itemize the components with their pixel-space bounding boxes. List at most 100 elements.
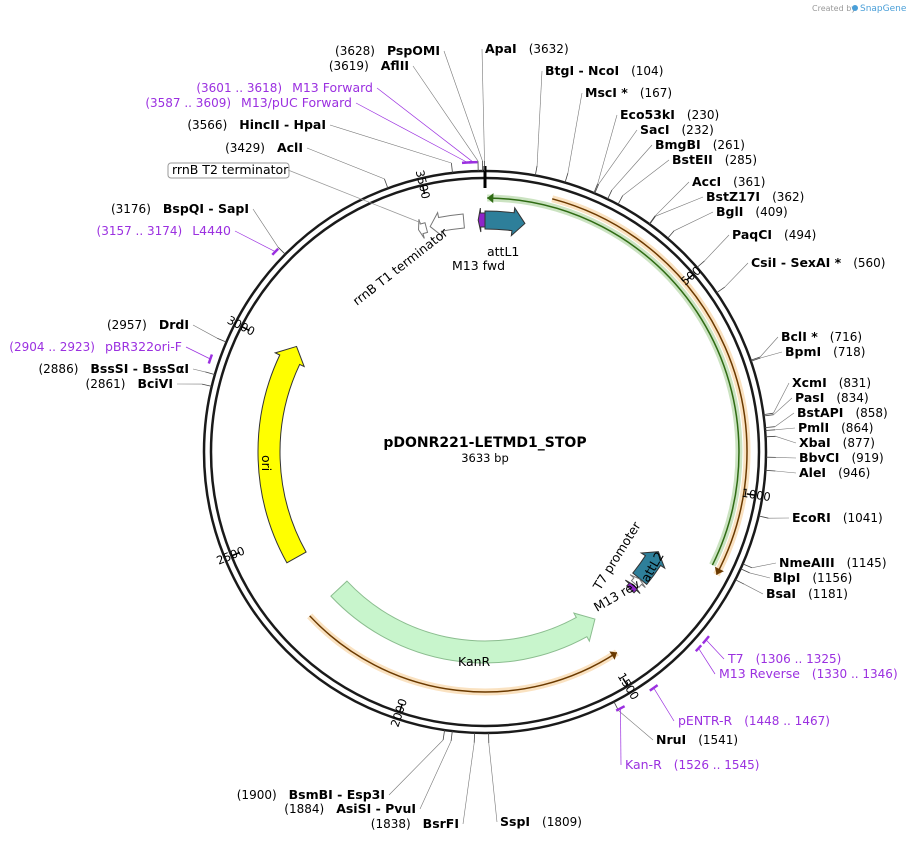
- site-label[interactable]: BstEII(285): [672, 152, 757, 167]
- site-label[interactable]: AleI(946): [799, 465, 870, 480]
- site-label[interactable]: EcoRI(1041): [792, 510, 883, 525]
- feature-m13-rev[interactable]: [624, 579, 641, 594]
- site-label[interactable]: (1838)BsrFI: [371, 816, 459, 831]
- primer-label[interactable]: M13 Reverse(1330 .. 1346): [719, 666, 898, 681]
- enzyme-name: BsmBI - Esp3I: [289, 787, 385, 802]
- site-label[interactable]: NruI(1541): [656, 732, 738, 747]
- site-leader: [774, 412, 795, 427]
- site-position: (3429): [225, 141, 265, 155]
- site-position: (864): [841, 421, 873, 435]
- site-label[interactable]: Eco53kI(230): [620, 107, 719, 122]
- site-leader: [655, 196, 704, 217]
- site-label[interactable]: BglI(409): [716, 204, 788, 219]
- enzyme-name: BssSI - BssSαI: [90, 361, 189, 376]
- site-label[interactable]: SacI(232): [640, 122, 714, 137]
- site-label[interactable]: SspI(1809): [500, 814, 582, 829]
- site-label[interactable]: ApaI(3632): [485, 41, 569, 56]
- feature-t7-promoter[interactable]: [629, 574, 646, 588]
- site-label[interactable]: AccI(361): [692, 174, 765, 189]
- tick-mark: [232, 551, 241, 557]
- site-label[interactable]: (3176)BspQI - SapI: [111, 201, 249, 216]
- orf-arcs: [307, 193, 751, 696]
- site-label[interactable]: (3566)HincII - HpaI: [187, 117, 326, 132]
- primer-label[interactable]: (2904 .. 2923)pBR322ori-F: [9, 339, 182, 354]
- primer-mark[interactable]: [649, 684, 659, 692]
- snapgene-credit[interactable]: Created by SnapGene: [812, 4, 907, 14]
- site-tick: [534, 165, 538, 176]
- site-label[interactable]: BtgI - NcoI(104): [545, 63, 663, 78]
- orf-arc[interactable]: [552, 198, 748, 576]
- site-label[interactable]: PmlI(864): [798, 420, 873, 435]
- site-label[interactable]: (2957)DrdI: [107, 317, 189, 332]
- site-label[interactable]: MscI *(167): [585, 85, 672, 100]
- primer-range: (3157 .. 3174): [97, 224, 183, 238]
- site-leader: [673, 211, 714, 232]
- feature-m13-fwd[interactable]: [477, 207, 486, 233]
- primer-label[interactable]: pENTR-R(1448 .. 1467): [678, 713, 830, 728]
- site-label[interactable]: BmgBI(261): [655, 137, 745, 152]
- site-label[interactable]: (3429)AclI: [225, 140, 303, 155]
- plasmid-length: 3633 bp: [461, 451, 509, 465]
- orf-arc[interactable]: [487, 197, 740, 566]
- site-tick: [750, 356, 761, 361]
- enzyme-name: BtgI - NcoI: [545, 63, 619, 78]
- plasmid-name[interactable]: pDONR221-LETMD1_STOP: [383, 435, 586, 451]
- orf-arc[interactable]: [309, 615, 618, 693]
- site-label[interactable]: (3628)PspOMI: [335, 43, 440, 58]
- site-label[interactable]: (1884)AsiSI - PvuI: [284, 801, 416, 816]
- site-leader: [412, 65, 479, 162]
- site-label[interactable]: BsaI(1181): [766, 586, 848, 601]
- site-label[interactable]: BstZ17I(362): [706, 189, 804, 204]
- feature-label-attl1: attL1: [487, 244, 519, 259]
- primer-range: (1526 .. 1545): [674, 758, 760, 772]
- feature-rrnb-t2-terminator[interactable]: [418, 219, 429, 239]
- site-label[interactable]: NmeAIII(1145): [779, 555, 887, 570]
- site-label[interactable]: BbvCI(919): [799, 450, 884, 465]
- site-label[interactable]: PasI(834): [795, 390, 869, 405]
- tick-label: 1500: [615, 670, 642, 702]
- site-leader: [773, 382, 790, 414]
- credit-brand: SnapGene: [860, 4, 907, 14]
- feature-kanr[interactable]: [330, 580, 596, 664]
- primer-mark[interactable]: [207, 354, 214, 364]
- site-label[interactable]: XcmI(831): [792, 375, 871, 390]
- site-label[interactable]: (1900)BsmBI - Esp3I: [237, 787, 385, 802]
- site-position: (1884): [284, 802, 324, 816]
- primer-name: T7: [727, 651, 744, 666]
- plasmid-center-label: pDONR221-LETMD1_STOP 3633 bp: [383, 435, 586, 465]
- site-position: (3176): [111, 202, 151, 216]
- site-label[interactable]: BlpI(1156): [773, 570, 852, 585]
- primer-range: (1448 .. 1467): [744, 714, 830, 728]
- site-position: (2886): [38, 362, 78, 376]
- primer-mark[interactable]: [701, 635, 710, 645]
- primer-range: (2904 .. 2923): [9, 340, 95, 354]
- site-tick: [765, 469, 776, 472]
- site-position: (2957): [107, 318, 147, 332]
- site-tick: [763, 414, 774, 417]
- primer-label[interactable]: Kan-R(1526 .. 1545): [625, 757, 759, 772]
- site-label[interactable]: BclI *(716): [781, 329, 862, 344]
- site-label[interactable]: BstAPI(858): [797, 405, 888, 420]
- site-position: (831): [839, 376, 871, 390]
- enzyme-name: XbaI: [799, 435, 831, 450]
- feature-ori[interactable]: [257, 345, 307, 564]
- primer-label[interactable]: (3157 .. 3174)L4440: [97, 223, 232, 238]
- primer-range: (3601 .. 3618): [196, 81, 282, 95]
- site-label[interactable]: CsiI - SexAI *(560): [751, 255, 885, 270]
- enzyme-name: AflII: [381, 58, 409, 73]
- site-label[interactable]: BpmI(718): [785, 344, 865, 359]
- site-label[interactable]: PaqCI(494): [732, 227, 816, 242]
- site-leader: [536, 70, 543, 166]
- site-label[interactable]: XbaI(877): [799, 435, 875, 450]
- site-label[interactable]: (3619)AflII: [329, 58, 409, 73]
- enzyme-name: NruI: [656, 732, 686, 747]
- primer-label[interactable]: (3601 .. 3618)M13 Forward: [196, 80, 373, 95]
- feature-rrnb-t1-terminator[interactable]: [429, 211, 465, 238]
- enzyme-name: EcoRI: [792, 510, 831, 525]
- site-label[interactable]: (2886) BssSI - BssSαI: [38, 361, 189, 376]
- primer-label[interactable]: (3587 .. 3609)M13/pUC Forward: [145, 95, 352, 110]
- site-label[interactable]: (2861)BciVI: [86, 376, 173, 391]
- site-leader: [192, 368, 206, 373]
- feature-attl1[interactable]: [484, 206, 526, 237]
- primer-label[interactable]: T7(1306 .. 1325): [727, 651, 841, 666]
